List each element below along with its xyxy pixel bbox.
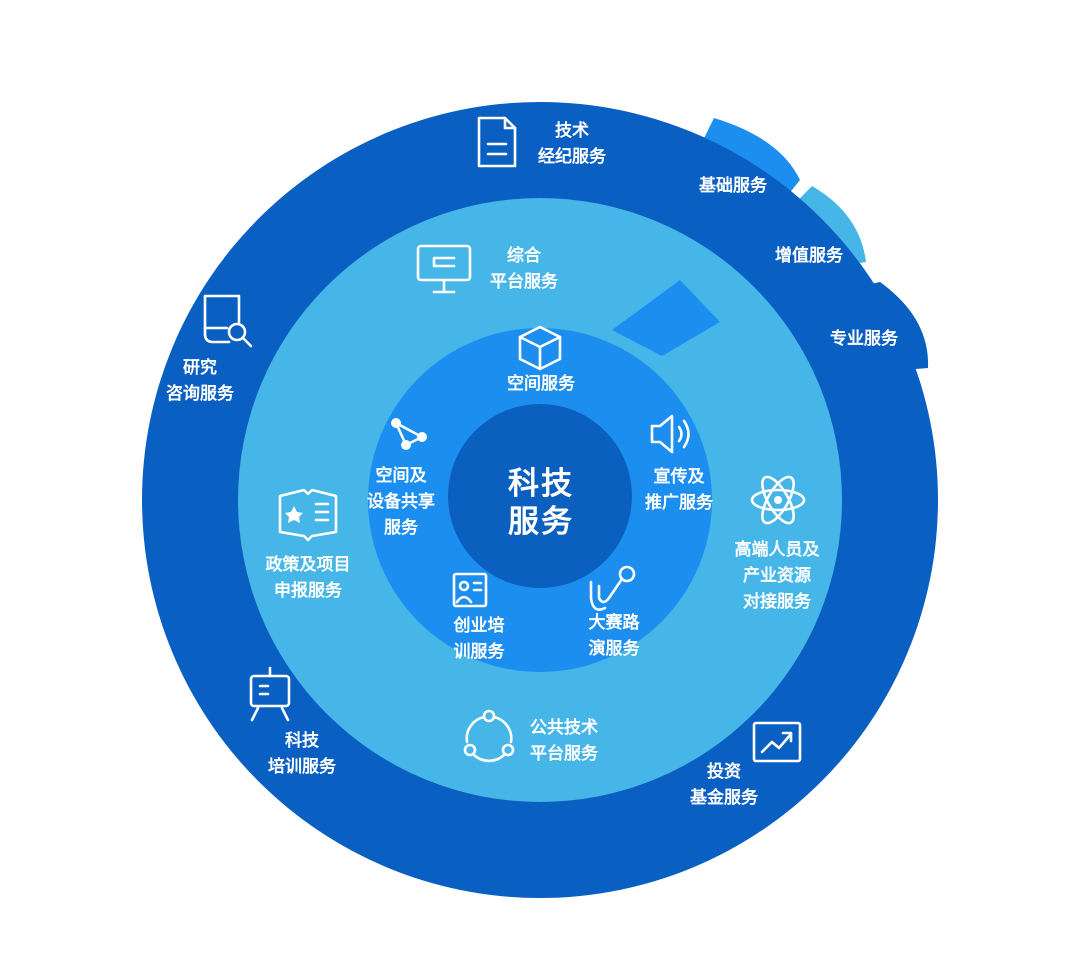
tab-basic-label: 基础服务	[699, 176, 767, 196]
label-line: 政策及项目	[265, 555, 351, 575]
label-line: 咨询服务	[166, 384, 234, 404]
cube-icon	[518, 325, 562, 371]
label-line: 推广服务	[645, 493, 713, 513]
label-line: 科技	[285, 731, 319, 751]
space-service-label: 空间服务	[507, 371, 575, 397]
atom-icon	[750, 475, 806, 525]
brokerage-service-label: 技术 经纪服务	[538, 118, 606, 170]
training-service-label: 科技 培训服务	[268, 728, 336, 780]
label-line: 空间及	[375, 466, 427, 486]
tab-professional-label: 专业服务	[830, 329, 898, 349]
label-line: 申报服务	[274, 581, 342, 601]
center-title: 科技 服务	[508, 465, 574, 541]
label-line: 创业培	[453, 616, 505, 636]
microphone-icon	[589, 565, 636, 611]
startup-training-label: 创业培 训服务	[454, 613, 505, 665]
speaker-icon	[650, 414, 690, 454]
growth-chart-icon	[752, 721, 802, 763]
policy-service-label: 政策及项目 申报服务	[266, 552, 351, 604]
label-line: 训服务	[453, 642, 505, 662]
core-circle	[448, 404, 632, 588]
document-icon	[477, 116, 517, 168]
label-line: 大赛路	[588, 613, 640, 633]
label-line: 设备共享	[367, 492, 435, 512]
label-line: 培训服务	[268, 757, 336, 777]
label-line: 投资	[707, 762, 741, 782]
talent-service-label: 高端人员及 产业资源 对接服务	[735, 537, 820, 615]
research-search-icon	[203, 294, 253, 348]
label-line: 研究	[183, 358, 217, 378]
easel-board-icon	[249, 666, 291, 722]
label-line: 产业资源	[743, 566, 811, 586]
monitor-icon	[416, 244, 472, 294]
label-line: 技术	[555, 121, 589, 141]
presenter-icon	[452, 572, 488, 608]
platform-service-label: 综合 平台服务	[490, 243, 558, 295]
open-book-star-icon	[278, 488, 338, 542]
contest-service-label: 大赛路 演服务	[589, 610, 640, 662]
label-line: 公共技术	[530, 718, 598, 738]
tab-value-added-label: 增值服务	[775, 246, 843, 266]
public-tech-service-label: 公共技术 平台服务	[530, 715, 598, 767]
label-line: 基金服务	[690, 788, 758, 808]
center-title-line: 服务	[508, 504, 574, 540]
sharing-service-label: 空间及 设备共享 服务	[367, 463, 435, 541]
label-line: 综合	[507, 246, 541, 266]
label-line: 空间服务	[507, 374, 575, 394]
label-line: 平台服务	[490, 272, 558, 292]
label-line: 对接服务	[743, 592, 811, 612]
label-line: 高端人员及	[734, 540, 820, 560]
share-nodes-icon	[391, 418, 427, 450]
investment-service-label: 投资 基金服务	[690, 759, 758, 811]
promotion-service-label: 宣传及 推广服务	[645, 464, 713, 516]
center-title-line: 科技	[508, 466, 574, 502]
label-line: 平台服务	[530, 744, 598, 764]
cycle-icon	[463, 709, 515, 763]
inner-ring-spoke	[612, 280, 720, 356]
label-line: 服务	[384, 518, 418, 538]
label-line: 宣传及	[653, 467, 705, 487]
label-line: 经纪服务	[538, 147, 606, 167]
label-line: 演服务	[588, 639, 640, 659]
research-service-label: 研究 咨询服务	[166, 355, 234, 407]
